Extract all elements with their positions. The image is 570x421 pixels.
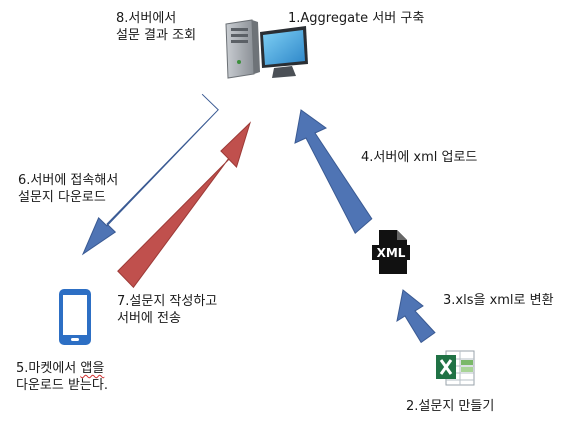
- arrow-server-to-phone: [81, 93, 219, 256]
- arrow-phone-to-server: [117, 121, 252, 289]
- spellcheck-underlined-word: 앱을: [80, 361, 105, 376]
- step7-line1: 7.설문지 작성하고: [117, 294, 218, 309]
- step8-line1: 8.서버에서: [116, 11, 177, 26]
- step2-label: 2.설문지 만들기: [406, 399, 495, 414]
- smartphone-icon: [59, 289, 91, 345]
- step7-label: 7.설문지 작성하고 서버에 전송: [117, 293, 217, 327]
- step5-line1: 5.마켓에서 앱을: [16, 361, 105, 376]
- xml-file-icon: XML: [372, 230, 410, 274]
- step7-line2: 서버에 전송: [117, 311, 181, 326]
- arrow-xml-to-server: [294, 109, 373, 234]
- step6-line1: 6.서버에 접속해서: [18, 173, 119, 188]
- xml-icon-text: XML: [377, 246, 406, 260]
- arrow-excel-to-xml: [396, 289, 436, 344]
- server-computer-icon: [225, 19, 308, 79]
- step1-label: 1.Aggregate 서버 구축: [288, 11, 425, 26]
- step3-label: 3.xls을 xml로 변환: [443, 293, 554, 308]
- step6-label: 6.서버에 접속해서 설문지 다운로드: [18, 172, 118, 206]
- excel-file-icon: [436, 350, 475, 386]
- step5-label: 5.마켓에서 앱을 다운로드 받는다.: [16, 360, 108, 394]
- step4-label: 4.서버에 xml 업로드: [361, 150, 478, 165]
- step6-line2: 설문지 다운로드: [18, 190, 106, 205]
- step5-line2: 다운로드 받는다.: [16, 378, 108, 393]
- step8-label: 8.서버에서 설문 결과 조회: [116, 10, 196, 44]
- step8-line2: 설문 결과 조회: [116, 28, 197, 43]
